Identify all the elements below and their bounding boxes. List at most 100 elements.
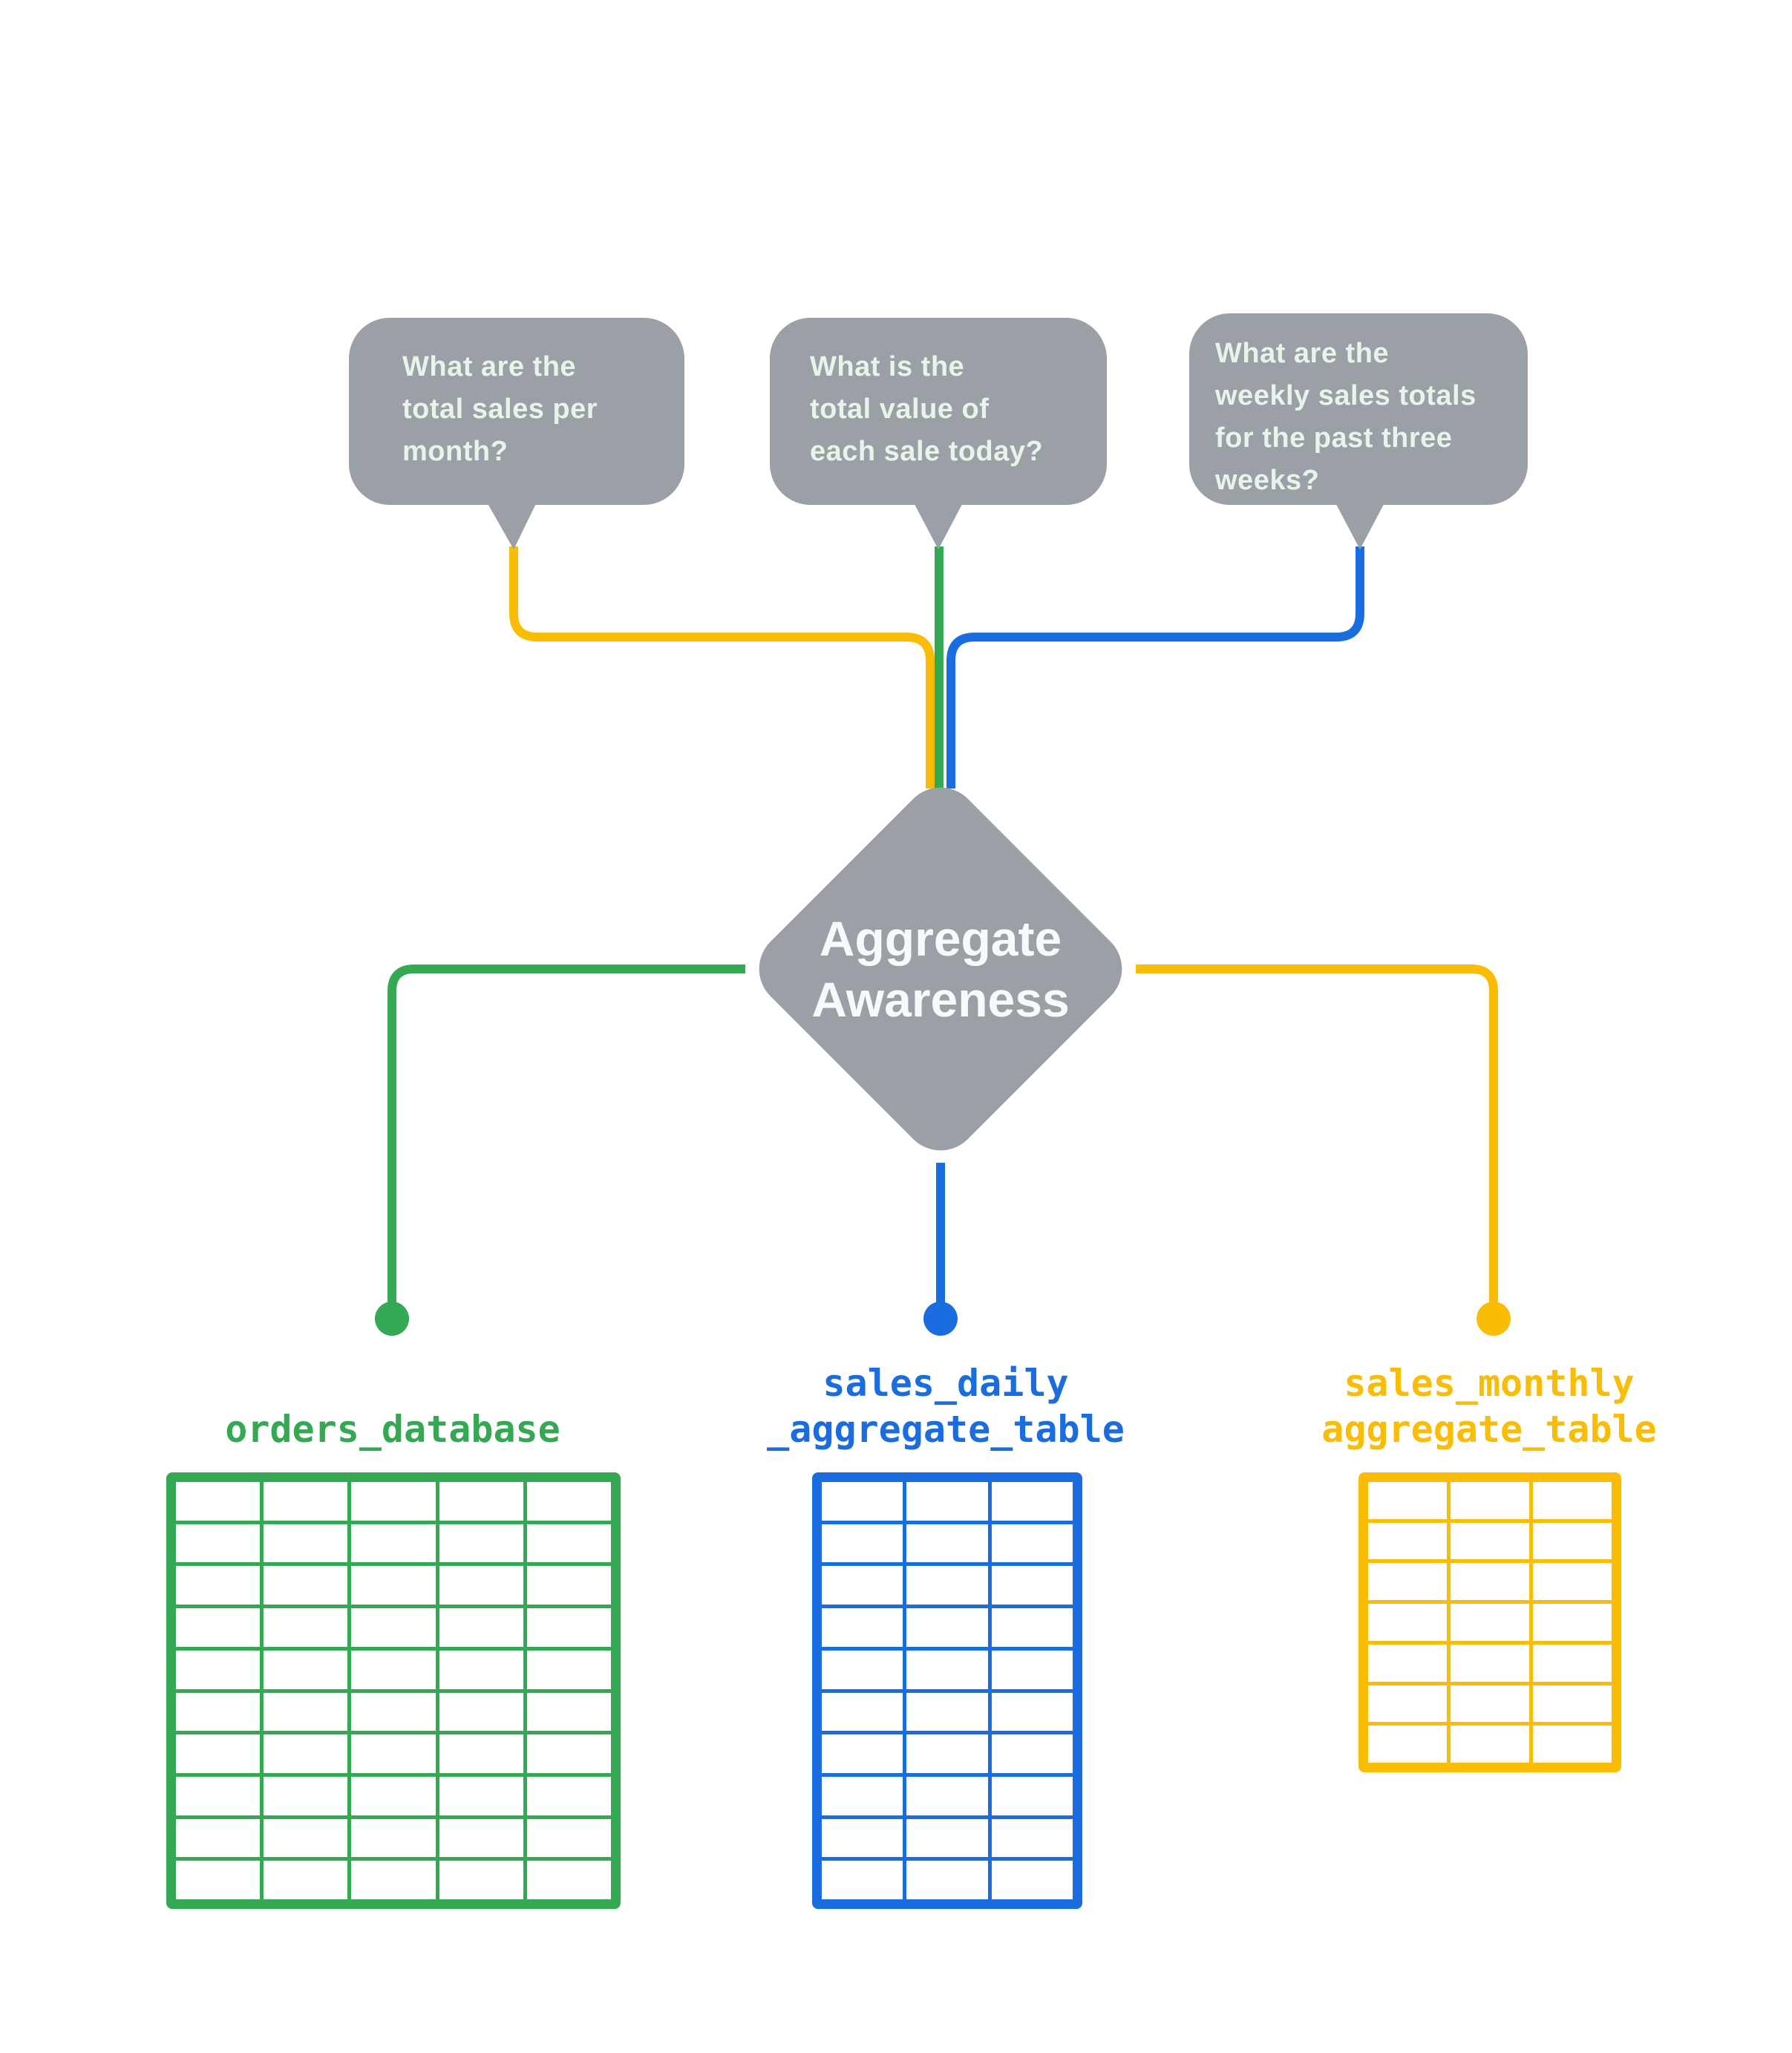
table-cell [176, 1734, 261, 1773]
connector-diamond-to-orders-database [387, 965, 745, 1304]
table-cell [906, 1650, 988, 1689]
table-cell [822, 1692, 903, 1731]
table-cell [906, 1608, 988, 1647]
bubble-text-line: each sale today? [810, 436, 1044, 467]
table-cell [991, 1608, 1073, 1647]
bubble-tail-1 [483, 495, 540, 549]
table-cell [822, 1861, 903, 1899]
table-cell [439, 1482, 523, 1521]
table-cell [991, 1861, 1073, 1899]
table-cell [906, 1818, 988, 1858]
table-cell [1368, 1482, 1447, 1519]
table-cell [906, 1566, 988, 1605]
table-cell [906, 1692, 988, 1731]
table-cell [1451, 1482, 1529, 1519]
table-cell [1368, 1644, 1447, 1682]
table-label-line: aggregate_table [1321, 1408, 1657, 1451]
bubble-text-line: What are the [402, 351, 577, 382]
table-cell [526, 1861, 611, 1899]
bubble-text-line: weekly sales totals [1215, 380, 1477, 411]
table-cell [526, 1818, 611, 1858]
table-cell [1533, 1482, 1612, 1519]
table-sales-daily-aggregate [812, 1472, 1082, 1909]
bubble-text-line: total value of [810, 394, 990, 425]
table-cell [176, 1608, 261, 1647]
table-cell [1533, 1685, 1612, 1723]
table-cell [526, 1692, 611, 1731]
table-cell [526, 1776, 611, 1815]
table-cell [351, 1692, 436, 1731]
question-bubble-total-value-each-sale: What is the total value of each sale tod… [770, 318, 1107, 505]
table-cell [439, 1524, 523, 1563]
diamond-label-line: Aggregate [819, 911, 1062, 966]
connector-question1-to-diamond [509, 546, 935, 789]
bubble-tail-3 [1331, 495, 1389, 549]
table-label-line: sales_daily [823, 1362, 1069, 1405]
table-cell [439, 1861, 523, 1899]
table-cell [264, 1861, 348, 1899]
table-cell [264, 1650, 348, 1689]
table-cell [991, 1692, 1073, 1731]
question-bubble-weekly-sales-totals: What are the weekly sales totals for the… [1189, 313, 1528, 505]
table-cell [991, 1818, 1073, 1858]
table-cell [439, 1566, 523, 1605]
table-cell [991, 1734, 1073, 1773]
table-cell [1533, 1726, 1612, 1763]
table-cell [822, 1608, 903, 1647]
table-cell [439, 1650, 523, 1689]
table-cell [351, 1861, 436, 1899]
bubble-text-line: month? [402, 436, 509, 467]
table-cell [264, 1482, 348, 1521]
table-cell [1533, 1522, 1612, 1560]
table-cell [439, 1776, 523, 1815]
table-cell [351, 1482, 436, 1521]
table-cell [991, 1524, 1073, 1563]
table-cell [351, 1608, 436, 1647]
table-cell [1368, 1685, 1447, 1723]
bubble-text-line: What are the [1215, 338, 1390, 369]
table-cell [176, 1776, 261, 1815]
table-cell [1451, 1644, 1529, 1682]
table-orders-database [166, 1472, 621, 1909]
table-cell [439, 1734, 523, 1773]
table-cell [526, 1524, 611, 1563]
bubble-text-line: for the past three [1215, 422, 1453, 454]
table-cell [991, 1650, 1073, 1689]
table-label-orders-database: orders_database [163, 1406, 623, 1452]
table-cell [439, 1692, 523, 1731]
table-cell [176, 1566, 261, 1605]
table-cell [351, 1650, 436, 1689]
table-cell [264, 1692, 348, 1731]
table-sales-monthly-aggregate [1358, 1472, 1621, 1772]
table-cell [176, 1818, 261, 1858]
diamond-label: Aggregate Awareness [801, 829, 1080, 1109]
table-cell [991, 1776, 1073, 1815]
table-cell [264, 1776, 348, 1815]
table-cell [1451, 1726, 1529, 1763]
table-cell [176, 1524, 261, 1563]
table-cell [1451, 1563, 1529, 1601]
aggregate-awareness-diamond: Aggregate Awareness [743, 771, 1138, 1166]
table-cell [351, 1524, 436, 1563]
table-cell [822, 1566, 903, 1605]
table-cell [1368, 1604, 1447, 1641]
table-cell [176, 1482, 261, 1521]
table-cell [822, 1650, 903, 1689]
table-cell [906, 1524, 988, 1563]
table-cell [906, 1861, 988, 1899]
table-cell [264, 1818, 348, 1858]
table-cell [264, 1566, 348, 1605]
table-label-line: orders_database [225, 1408, 560, 1451]
table-cell [526, 1734, 611, 1773]
table-label-line: _aggregate_table [767, 1408, 1125, 1451]
table-cell [822, 1818, 903, 1858]
bubble-text-line: What is the [810, 351, 965, 382]
table-cell [1533, 1604, 1612, 1641]
table-label-sales-daily-aggregate: sales_daily _aggregate_table [716, 1360, 1176, 1452]
table-cell [439, 1608, 523, 1647]
table-cell [351, 1818, 436, 1858]
table-cell [991, 1482, 1073, 1521]
table-cell [906, 1482, 988, 1521]
